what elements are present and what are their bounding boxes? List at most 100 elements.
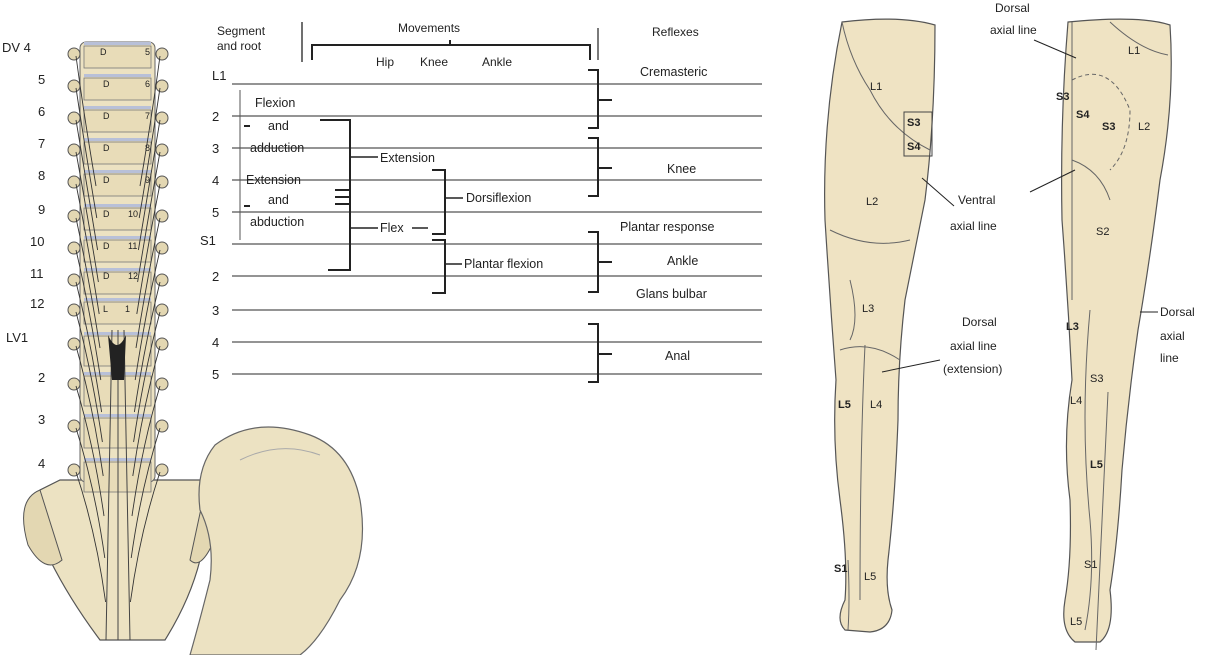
- nerve-root-foramen: [156, 420, 168, 432]
- hip-extension-ticks: [335, 190, 350, 204]
- front-leg-outline: [825, 19, 935, 632]
- header-ankle: Ankle: [482, 55, 512, 69]
- header-hip: Hip: [376, 55, 394, 69]
- vertebra-body-label: 6: [145, 79, 150, 89]
- reflex-label: Glans bulbar: [636, 287, 707, 301]
- header-reflexes: Reflexes: [652, 25, 699, 39]
- nerve-root-foramen: [68, 112, 80, 124]
- vertebra-label: 9: [38, 202, 45, 217]
- nerve-root-foramen: [156, 304, 168, 316]
- vertebra-body-label: L: [103, 304, 108, 314]
- header-movements: Movements: [398, 21, 460, 35]
- nerve-root-foramen: [68, 48, 80, 60]
- movements-bracket: [312, 40, 590, 60]
- hip-flexion-bracket: [320, 120, 350, 270]
- vertebra-body-label: 10: [128, 209, 138, 219]
- header-knee: Knee: [420, 55, 448, 69]
- nerve-root-foramen: [68, 420, 80, 432]
- intervertebral-disc: [84, 106, 151, 109]
- reflex-label: Knee: [667, 162, 696, 176]
- nerve-root-foramen: [156, 144, 168, 156]
- segment-label: 4: [212, 335, 219, 350]
- segment-label: 5: [212, 205, 219, 220]
- hip-movement: and: [268, 119, 289, 133]
- vertebra-label: DV 4: [2, 40, 31, 55]
- vertebra-label: 8: [38, 168, 45, 183]
- segment-label: 3: [212, 141, 219, 156]
- dermatome-label: S4: [907, 141, 921, 153]
- nerve-root-foramen: [156, 274, 168, 286]
- dermatome-label: L4: [1070, 395, 1082, 407]
- ankle-movement: Dorsiflexion: [466, 191, 531, 205]
- vertebra-label: 12: [30, 296, 44, 311]
- nerve-root-foramen: [68, 274, 80, 286]
- dermatome-label: L2: [1138, 121, 1150, 133]
- vertebra-body: [84, 240, 151, 262]
- nerve-root-foramen: [68, 144, 80, 156]
- hip-movement: adduction: [250, 141, 304, 155]
- hip-small-ticks: [244, 126, 250, 206]
- nerve-root-foramen: [156, 210, 168, 222]
- segment-label: S1: [200, 233, 216, 248]
- vertebra-body-label: 5: [145, 47, 150, 57]
- dermatome-label: S3: [1090, 373, 1103, 385]
- vertebra-body: [84, 46, 151, 68]
- dermatome-label: L1: [870, 81, 882, 93]
- nerve-root-foramen: [156, 338, 168, 350]
- dermatome-label: L3: [862, 303, 874, 315]
- segment-label: 4: [212, 173, 219, 188]
- segment-label: 2: [212, 269, 219, 284]
- segment-label: 2: [212, 109, 219, 124]
- intervertebral-disc: [84, 74, 151, 77]
- nerve-root-foramen: [156, 242, 168, 254]
- nerve-root-foramen: [156, 112, 168, 124]
- anal-reflex-bracket: [588, 324, 612, 382]
- vertebra-label: 2: [38, 370, 45, 385]
- leader-line: [922, 178, 954, 206]
- hip-movement: abduction: [250, 215, 304, 229]
- segment-label: 5: [212, 367, 219, 382]
- reflex-label: Plantar response: [620, 220, 715, 234]
- nerve-root-foramen: [156, 176, 168, 188]
- vertebra-label: 10: [30, 234, 44, 249]
- ventral-axial-label: Ventral: [958, 193, 995, 207]
- dermatome-label: L5: [1070, 616, 1082, 628]
- ventral-axial-label: axial line: [950, 219, 997, 233]
- dorsal-axial-ext-label: Dorsal: [962, 315, 997, 329]
- reflex-label: Anal: [665, 349, 690, 363]
- nerve-root-foramen: [156, 464, 168, 476]
- dorsal-axial-right-label: line: [1160, 351, 1179, 365]
- dorsal-axial-top-label: axial line: [990, 23, 1037, 37]
- hip-movement: Extension: [246, 173, 301, 187]
- nerve-root-foramen: [68, 242, 80, 254]
- back-leg: L1 S3 S4 S3 L2 S2 L3 S3 L4 L5 S1 L5 Dors…: [990, 1, 1195, 650]
- vertebra-body-label: D: [103, 79, 110, 89]
- vertebra-body-label: D: [103, 175, 110, 185]
- nerve-root-foramen: [68, 176, 80, 188]
- knee-movement: Extension: [380, 151, 435, 165]
- dermatome-label: L2: [866, 196, 878, 208]
- dermatome-label: S3: [1102, 121, 1115, 133]
- ankle-movement: Plantar flexion: [464, 257, 543, 271]
- nerve-root-foramen: [156, 48, 168, 60]
- vertebra-body-label: D: [100, 47, 107, 57]
- intervertebral-disc: [84, 298, 151, 301]
- dorsal-axial-ext-label: (extension): [943, 362, 1002, 376]
- vertebra-label: 6: [38, 104, 45, 119]
- intervertebral-disc: [84, 138, 151, 141]
- dermatome-label: S2: [1096, 226, 1109, 238]
- dermatome-label: L5: [1090, 459, 1103, 471]
- vertebra-labels: DV 4 5 6 7 8 9 10 11 12 LV1 2 3 4: [2, 40, 45, 471]
- vertebra-body-label: D: [103, 271, 110, 281]
- reflex-label: Cremasteric: [640, 65, 707, 79]
- ankle-reflex-bracket: [588, 232, 612, 292]
- vertebra-label: 7: [38, 136, 45, 151]
- nerve-root-foramen: [156, 378, 168, 390]
- vertebra-body-label: 11: [128, 241, 137, 251]
- dorsal-axial-top-label: Dorsal: [995, 1, 1030, 15]
- femur-head: [190, 427, 363, 655]
- dermatome-label: S1: [834, 563, 847, 575]
- vertebra-body: [84, 142, 151, 164]
